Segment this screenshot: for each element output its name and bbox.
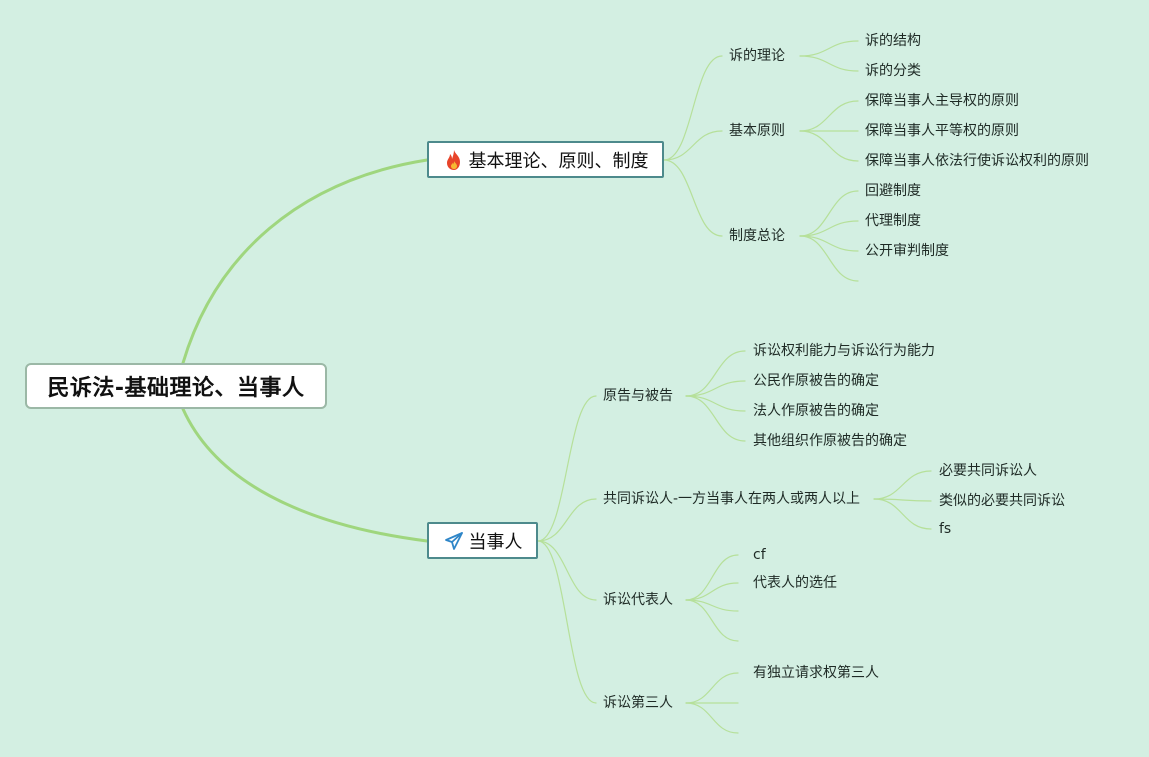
leaf-node[interactable]: 保障当事人平等权的原则 <box>865 123 1019 139</box>
connector-branch-topic <box>537 498 597 542</box>
connector-root-branch <box>181 158 429 365</box>
connector-topic-leaf <box>873 498 932 530</box>
connector-topic-leaf <box>873 498 932 502</box>
fire-icon <box>443 149 465 171</box>
leaf-node[interactable]: 公民作原被告的确定 <box>753 373 879 389</box>
connector-branch-topic <box>663 159 723 237</box>
connector-topic-leaf <box>685 672 739 704</box>
topic-node[interactable]: 诉讼第三人 <box>603 695 673 711</box>
leaf-node[interactable]: 必要共同诉讼人 <box>939 463 1037 479</box>
branch-node-label: 当事人 <box>468 531 523 553</box>
leaf-node[interactable]: cf <box>753 547 766 563</box>
connector-branch-topic <box>663 130 723 161</box>
root-node[interactable]: 民诉法-基础理论、当事人 <box>25 363 327 409</box>
leaf-node[interactable]: 其他组织作原被告的确定 <box>753 433 907 449</box>
topic-node[interactable]: 诉讼代表人 <box>603 592 673 608</box>
connector-topic-leaf <box>799 40 859 57</box>
leaf-node[interactable]: fs <box>939 521 952 537</box>
connector-topic-leaf <box>685 582 739 601</box>
connector-topic-leaf <box>685 702 739 734</box>
connector-topic-leaf <box>685 350 746 397</box>
connector-topic-leaf <box>685 380 746 397</box>
connector-topic-leaf <box>685 554 739 601</box>
branch-node-parties[interactable]: 当事人 <box>427 522 538 559</box>
branch-node-theory[interactable]: 基本理论、原则、制度 <box>427 141 664 178</box>
connector-root-branch <box>181 407 429 543</box>
branch-node-label: 基本理论、原则、制度 <box>468 150 649 172</box>
connector-topic-leaf <box>799 190 859 237</box>
leaf-node[interactable]: 代理制度 <box>865 213 921 229</box>
leaf-node[interactable]: 保障当事人依法行使诉讼权利的原则 <box>865 153 1089 169</box>
connector-branch-topic <box>537 395 597 542</box>
leaf-node[interactable]: 法人作原被告的确定 <box>753 403 879 419</box>
topic-node[interactable]: 制度总论 <box>729 228 785 244</box>
topic-node[interactable]: 诉的理论 <box>729 48 785 64</box>
topic-node[interactable]: 原告与被告 <box>603 388 673 404</box>
connector-branch-topic <box>663 55 723 161</box>
connector-topic-leaf <box>799 220 859 237</box>
leaf-node[interactable]: 回避制度 <box>865 183 921 199</box>
connector-topic-leaf <box>799 100 859 132</box>
connector-topic-leaf <box>799 235 859 282</box>
connector-topic-leaf <box>799 235 859 252</box>
connector-topic-leaf <box>799 130 859 162</box>
connector-topic-leaf <box>685 599 739 642</box>
leaf-node[interactable]: 公开审判制度 <box>865 243 949 259</box>
leaf-node[interactable]: 代表人的选任 <box>753 575 837 591</box>
topic-node[interactable]: 基本原则 <box>729 123 785 139</box>
leaf-node[interactable]: 诉的结构 <box>865 33 921 49</box>
leaf-node[interactable]: 诉讼权利能力与诉讼行为能力 <box>753 343 935 359</box>
topic-node[interactable]: 共同诉讼人-一方当事人在两人或两人以上 <box>603 491 861 507</box>
connector-topic-leaf <box>685 395 746 442</box>
leaf-node[interactable]: 有独立请求权第三人 <box>753 665 879 681</box>
connector-branch-topic <box>537 540 597 704</box>
leaf-node[interactable]: 保障当事人主导权的原则 <box>865 93 1019 109</box>
connector-topic-leaf <box>799 55 859 72</box>
connector-topic-leaf <box>873 470 932 500</box>
root-node-label: 民诉法-基础理论、当事人 <box>47 376 305 401</box>
paper-plane-icon <box>443 530 465 552</box>
leaf-node[interactable]: 诉的分类 <box>865 63 921 79</box>
leaf-node[interactable]: 类似的必要共同诉讼 <box>939 493 1065 509</box>
connector-topic-leaf <box>685 395 746 412</box>
connector-branch-topic <box>537 540 597 601</box>
connector-topic-leaf <box>685 599 739 612</box>
